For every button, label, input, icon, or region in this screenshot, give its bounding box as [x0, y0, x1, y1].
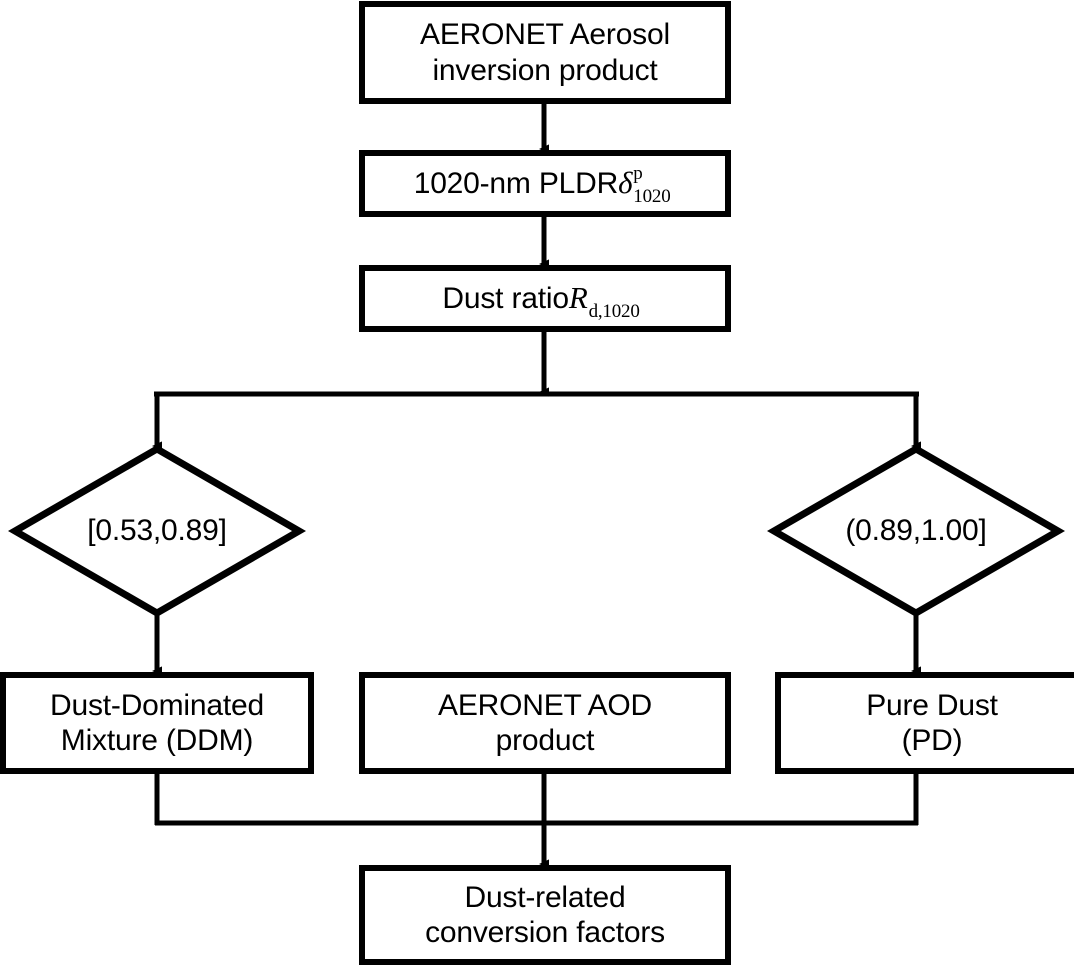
node-pure-dust-shape — [775, 672, 1074, 774]
node-dust-ratio-shape — [359, 265, 731, 332]
node-range-ddm-shape — [8, 444, 306, 618]
node-aeronet-inversion-shape — [359, 1, 731, 104]
node-ddm-shape — [0, 672, 314, 774]
node-aeronet-aod-shape — [359, 672, 731, 774]
node-range-pd-shape — [767, 444, 1065, 618]
node-pldr-shape — [359, 150, 731, 217]
node-conversion-factors-shape — [359, 865, 731, 965]
